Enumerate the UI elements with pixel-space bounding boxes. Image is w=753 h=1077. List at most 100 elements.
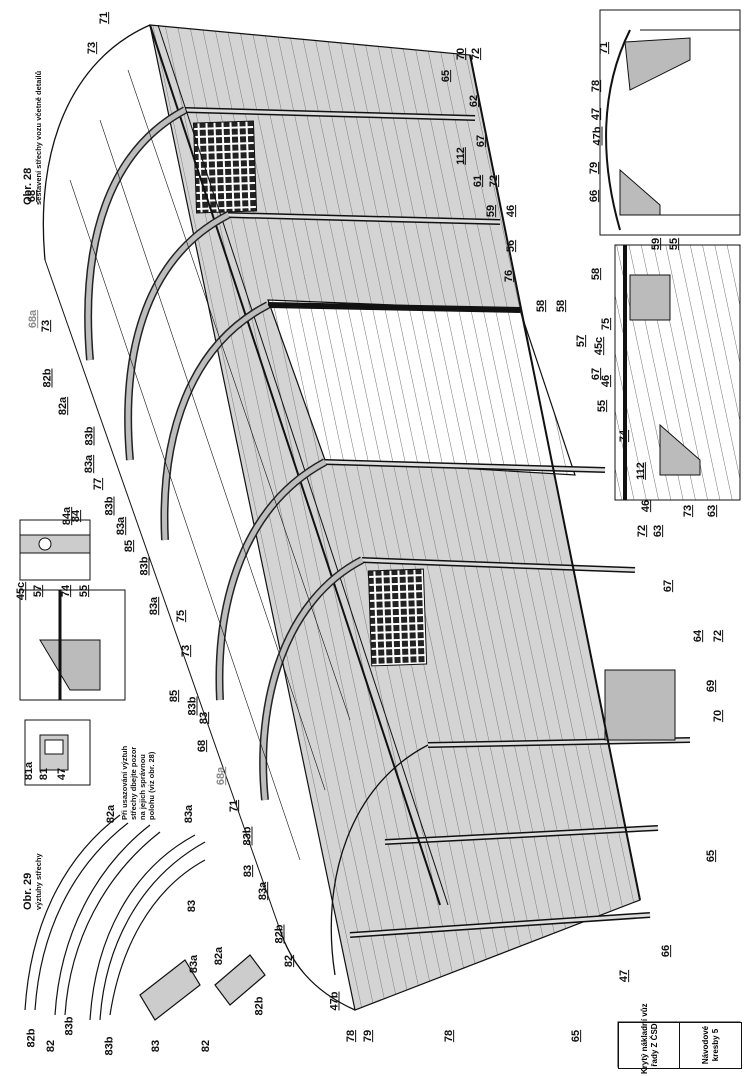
part-label: 84 <box>70 509 83 523</box>
part-label: 74 <box>60 584 73 598</box>
part-label: 83a <box>183 804 196 824</box>
part-label: 62 <box>468 94 481 108</box>
part-label: 55 <box>668 237 681 251</box>
part-label: 72 <box>636 524 649 538</box>
part-label: 112 <box>634 462 647 480</box>
part-label: 78 <box>345 1029 358 1043</box>
part-label: 57 <box>575 334 588 348</box>
title-block-right: Návodové kresby 5 <box>679 1022 742 1069</box>
note-line: Při usazování výztuh <box>120 745 129 820</box>
part-label: 81a <box>23 761 36 781</box>
part-label: 82 <box>45 1039 58 1053</box>
part-label: 83b <box>103 1036 116 1056</box>
part-label: 66 <box>588 189 601 203</box>
part-label: 85 <box>168 689 181 703</box>
part-label: 81 <box>38 767 51 781</box>
part-label: 73 <box>40 319 53 333</box>
part-label: 83b <box>138 556 151 576</box>
part-label: 58 <box>590 267 603 281</box>
part-label: 47b <box>591 126 604 146</box>
part-label: 83b <box>241 826 254 846</box>
part-label: 67 <box>475 134 488 148</box>
part-label: 69 <box>705 679 718 693</box>
part-label: 82 <box>200 1039 213 1053</box>
part-label: 55 <box>596 399 609 413</box>
stiffener-note: Při usazování výztuh střechy dbejte pozo… <box>120 746 156 820</box>
note-line: na jejich správnou <box>138 754 147 820</box>
part-label: 70 <box>712 709 725 723</box>
part-label: 67 <box>662 579 675 593</box>
part-label: 59 <box>485 204 498 218</box>
part-label: 79 <box>588 161 601 175</box>
part-label: 47 <box>590 107 603 121</box>
part-label: 46 <box>505 204 518 218</box>
part-label: 71 <box>228 799 241 813</box>
part-label: 71 <box>98 11 111 25</box>
part-label: 68a <box>27 309 40 329</box>
figure29-subtitle: výztuhy střechy <box>34 853 43 910</box>
title-line: kresby 5 <box>711 1028 720 1062</box>
part-label: 78 <box>443 1029 456 1043</box>
title-line: řady Z ČSD <box>650 1023 659 1067</box>
part-label: 85 <box>123 539 136 553</box>
part-label: 83a <box>188 954 201 974</box>
part-label: 73 <box>682 504 695 518</box>
part-label: 83b <box>83 426 96 446</box>
part-label: 83 <box>242 864 255 878</box>
part-label: 83a <box>148 596 161 616</box>
part-label: 56 <box>505 239 518 253</box>
part-label: 57 <box>32 584 45 598</box>
part-label: 46 <box>640 499 653 513</box>
detail-45c <box>19 589 126 701</box>
part-label: 65 <box>440 69 453 83</box>
part-label: 68 <box>196 739 209 753</box>
part-label: 82a <box>105 804 118 824</box>
part-label: 75 <box>175 609 188 623</box>
part-label: 76 <box>503 269 516 283</box>
part-label: 82a <box>213 946 226 966</box>
part-label: 63 <box>706 504 719 518</box>
part-label: 65 <box>705 849 718 863</box>
part-label: 59 <box>650 237 663 251</box>
part-label: 55 <box>78 584 91 598</box>
part-label: 45c <box>15 581 28 601</box>
part-label: 68 <box>26 189 39 203</box>
part-label: 83 <box>186 899 199 913</box>
part-label: 82b <box>41 368 54 388</box>
part-label: 65 <box>570 1029 583 1043</box>
part-label: 82b <box>25 1028 38 1048</box>
part-label: 82a <box>57 396 70 416</box>
note-line: střechy dbejte pozor <box>129 746 138 820</box>
title-line: Krytý nákladní vůz <box>640 1003 649 1074</box>
note-line: polohu (viz obr. 28) <box>147 751 156 820</box>
part-label: 77 <box>92 477 105 491</box>
part-label: 72 <box>488 174 501 188</box>
figure29-title: Obr. 29 <box>22 872 34 910</box>
part-label: 70 <box>455 47 468 61</box>
part-label: 58 <box>555 299 568 313</box>
part-label: 74 <box>618 429 631 443</box>
part-label: 83a <box>257 881 270 901</box>
part-label: 83b <box>186 696 199 716</box>
part-label: 83b <box>103 496 116 516</box>
part-label: 83a <box>83 454 96 474</box>
part-label: 83a <box>115 516 128 536</box>
part-label: 64 <box>692 629 705 643</box>
part-label: 58 <box>535 299 548 313</box>
detail-84 <box>19 519 91 581</box>
part-label: 83 <box>198 711 211 725</box>
part-label: 72 <box>712 629 725 643</box>
roof-ribs <box>42 24 429 1011</box>
part-label: 82b <box>273 924 286 944</box>
part-label: 68a <box>215 766 228 786</box>
part-label: 45c <box>593 336 606 356</box>
detail-roof-end <box>599 9 741 236</box>
part-label: 66 <box>660 944 673 958</box>
part-label: 46 <box>600 374 613 388</box>
figure29-caption: Obr. 29 výztuhy střechy <box>22 853 43 910</box>
roof-stiffeners <box>24 814 266 1021</box>
title-block-left: Krytý nákladní vůz řady Z ČSD <box>618 1003 681 1074</box>
part-label: 71 <box>598 41 611 55</box>
part-label: 82b <box>253 996 266 1016</box>
part-label: 112 <box>454 147 467 165</box>
